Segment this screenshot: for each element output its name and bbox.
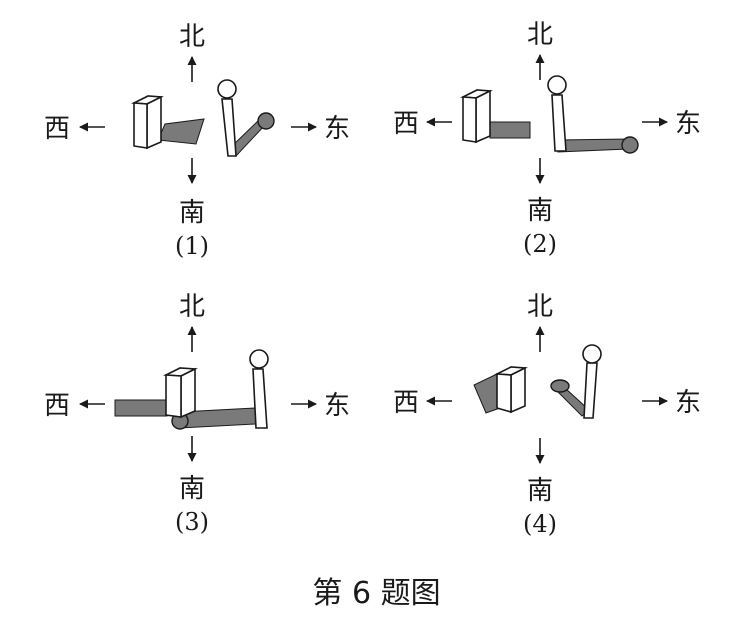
label-north: 北 [527,20,553,50]
panel-1: 北 南 西 东 (1) [44,22,350,260]
label-south: 南 [179,474,205,504]
label-east: 东 [675,388,701,418]
pole-shadow [227,112,275,157]
panel-label: (1) [175,232,209,260]
compass-4: 北 南 西 东 [393,292,701,506]
pole-shadow [557,136,639,154]
compass-2: 北 南 西 东 [393,20,701,226]
panel-label: (2) [523,230,557,258]
compass-3: 北 南 西 东 [44,292,350,504]
label-west: 西 [44,114,70,144]
panel-3: 北 南 西 东 (3) [44,292,350,536]
label-north: 北 [179,22,205,52]
box-shadow [157,118,205,145]
pole [249,349,269,429]
pole [582,344,602,419]
box [460,89,493,144]
figure-caption: 第 6 题图 [312,576,441,611]
panel-2: 北 南 西 东 (2) [393,20,701,258]
compass-1: 北 南 西 东 [44,22,350,228]
box [163,367,198,419]
box-shadow [114,399,168,417]
pole [547,75,567,152]
pole-shadow [171,407,257,430]
label-east: 东 [675,109,701,139]
label-south: 南 [179,198,205,228]
pole-shadow [550,379,590,417]
label-west: 西 [393,109,419,139]
label-south: 南 [527,476,553,506]
box [494,366,528,414]
panel-label: (3) [175,508,209,536]
label-west: 西 [44,391,70,421]
label-north: 北 [527,292,553,322]
label-east: 东 [324,114,350,144]
panel-4: 北 南 西 东 (4) [393,292,701,538]
box-shadow [473,373,501,414]
box [131,95,164,150]
box-shadow [489,121,531,139]
label-south: 南 [527,196,553,226]
label-west: 西 [393,388,419,418]
panel-label: (4) [523,510,557,538]
pole [217,79,237,157]
label-north: 北 [179,292,205,322]
label-east: 东 [324,391,350,421]
